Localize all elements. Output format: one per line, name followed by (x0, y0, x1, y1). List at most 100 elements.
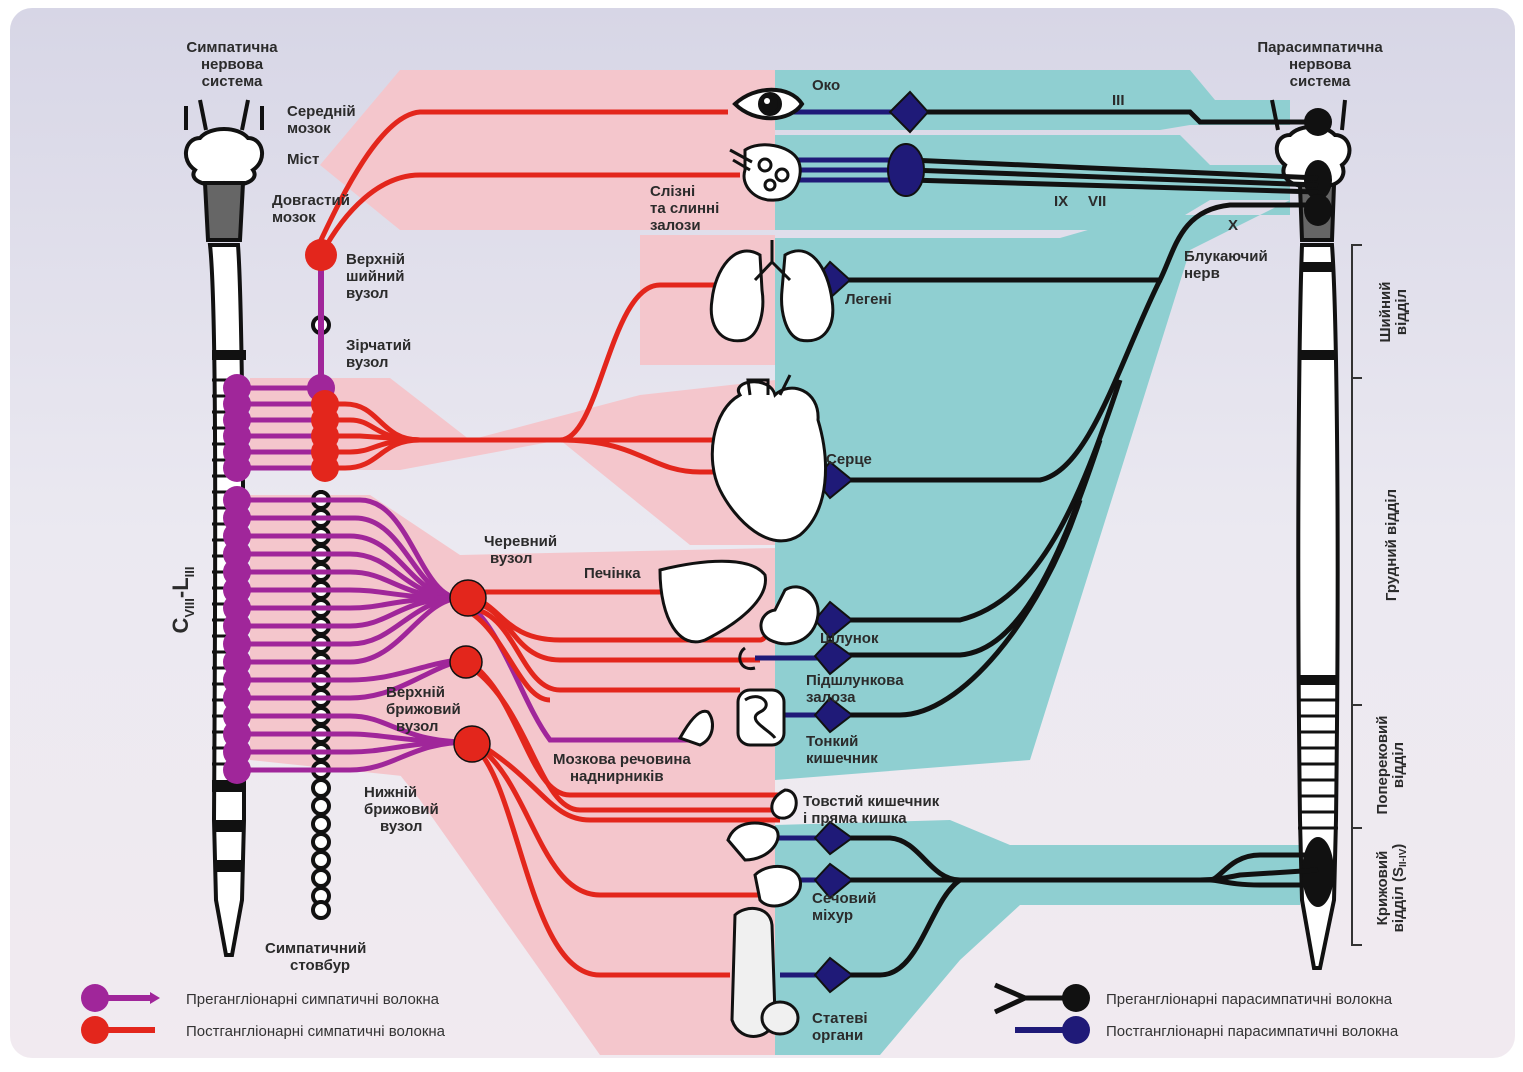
label-bladder-1: Сечовий (812, 890, 876, 907)
section-bracket (1351, 244, 1362, 946)
parasympathetic-pre-neuron-bodies (1304, 108, 1332, 136)
eye-icon (732, 87, 805, 121)
label-trunk-2: стовбур (290, 957, 350, 974)
cvl-c: C (168, 618, 193, 634)
legend-post-symp-label: Постгангліонарні симпатичні волокна (186, 1023, 446, 1040)
section-lumbar-1: Поперековий (1374, 716, 1391, 815)
spinal-dark-blocks-left (212, 350, 246, 872)
label-glands-1: Слізні (650, 183, 695, 200)
legend-pre-para-swatch (993, 982, 1090, 1015)
label-inf-mes-3: вузол (380, 818, 422, 835)
stomach-icon (738, 585, 820, 671)
section-thoracic-label: Грудний відділ (1383, 489, 1400, 601)
liver-icon (658, 559, 767, 644)
genitals-icon (730, 906, 800, 1038)
spinal-cord-right (1270, 99, 1352, 970)
section-sacral: Крижовий відділ (SII-IV) (1374, 844, 1409, 933)
label-small-int-1: Тонкий (806, 733, 858, 750)
label-pancreas-2: залоза (806, 689, 856, 706)
label-pancreas-1: Підшлункова (806, 672, 904, 689)
label-nerve-III: III (1112, 92, 1125, 109)
label-vagus-2: нерв (1184, 265, 1220, 282)
label-genitals-2: органи (812, 1027, 863, 1044)
label-sup-mes-1: Верхній (386, 684, 445, 701)
cvl-dash: -L (168, 577, 193, 598)
label-sup-cervical-1: Верхній (346, 251, 405, 268)
cviii-liii-label: CVIII-LIII (168, 566, 197, 633)
lungs-icon (709, 240, 835, 343)
para-title-line3: система (1290, 73, 1351, 90)
cvl-sub2: III (182, 566, 197, 577)
label-midbrain-2: мозок (287, 120, 331, 137)
label-small-int-2: кишечник (806, 750, 878, 767)
section-cervical-2: відділ (1393, 289, 1410, 335)
section-lumbar: Поперековий відділ (1374, 716, 1407, 815)
section-cervical: Шийний відділ (1377, 281, 1410, 342)
label-large-int-2: і пряма кишка (803, 810, 907, 827)
label-stellate-2: вузол (346, 354, 388, 371)
legend-pre-symp-label: Прегангліонарні симпатичні волокна (186, 991, 440, 1008)
label-sup-mes-2: брижовий (386, 701, 461, 718)
label-bladder-2: міхур (812, 907, 853, 924)
section-sacral-sub: II-IV (1398, 848, 1409, 867)
section-lumbar-2: відділ (1390, 742, 1407, 788)
label-nerve-X: X (1228, 217, 1238, 234)
para-title: Парасимпатична нервова система (1257, 39, 1383, 90)
label-medulla-2: мозок (272, 209, 316, 226)
section-thoracic: Грудний відділ (1383, 489, 1400, 601)
symp-title-line3: система (202, 73, 263, 90)
label-heart: Серце (826, 451, 872, 468)
label-inf-mes-2: брижовий (364, 801, 439, 818)
label-inf-mes-1: Нижній (364, 784, 417, 801)
label-stellate-1: Зірчатий (346, 337, 411, 354)
label-nerve-IX: IX (1054, 193, 1068, 210)
label-genitals-1: Статеві (812, 1010, 868, 1027)
label-trunk-1: Симпатичний (265, 940, 366, 957)
para-title-line2: нервова (1289, 56, 1352, 73)
label-liver: Печінка (584, 565, 641, 582)
legend-post-para-label: Постгангліонарні парасимпатичні волокна (1106, 1023, 1399, 1040)
cvl-sub1: VIII (182, 598, 197, 618)
para-title-line1: Парасимпатична (1257, 39, 1383, 56)
legend: Прегангліонарні симпатичні волокна Постг… (81, 982, 1399, 1044)
label-midbrain-1: Середній (287, 103, 356, 120)
label-medulla-1: Довгастий (272, 192, 350, 209)
label-large-int-1: Товстий кишечник (803, 793, 940, 810)
label-nerve-VII: VII (1088, 193, 1106, 210)
label-eye: Око (812, 77, 840, 94)
label-sup-mes-3: вузол (396, 718, 438, 735)
label-stomach: Шлунок (820, 630, 879, 647)
sympathetic-ganglia (305, 239, 491, 763)
bladder-icon (753, 865, 802, 908)
symp-title-line2: нервова (201, 56, 264, 73)
cviii-liii-text: CVIII-LIII (168, 566, 197, 633)
heart-icon (710, 374, 827, 543)
label-celiac-1: Черевний (484, 533, 557, 550)
section-sacral-2a: відділ (S (1390, 867, 1407, 932)
label-vagus-1: Блукаючий (1184, 248, 1268, 265)
label-adrenal-2: наднирників (570, 768, 664, 785)
intestine-icon (736, 688, 786, 747)
preganglionic-neuron-bodies (223, 374, 335, 784)
section-sacral-1: Крижовий (1374, 851, 1391, 926)
adrenal-icon (677, 709, 714, 747)
label-sup-cervical-2: шийний (346, 268, 404, 285)
section-sacral-2c: ) (1390, 844, 1407, 849)
preganglionic-parasympathetic-fibers (830, 109, 1319, 978)
label-adrenal-1: Мозкова речовина (553, 751, 691, 768)
label-glands-2: та слинні (650, 200, 719, 217)
section-sacral-2: відділ (SII-IV) (1390, 844, 1409, 933)
symp-title-line1: Симпатична (186, 39, 278, 56)
glands-icon (729, 143, 802, 202)
label-lungs: Легені (845, 291, 892, 308)
colon-icon (726, 788, 798, 862)
legend-post-para-swatch (1015, 1016, 1090, 1044)
legend-pre-symp-swatch (81, 984, 160, 1012)
legend-pre-para-label: Прегангліонарні парасимпатичні волокна (1106, 991, 1393, 1008)
legend-post-symp-swatch (81, 1016, 155, 1044)
label-sup-cervical-3: вузол (346, 285, 388, 302)
label-glands-3: залози (650, 217, 701, 234)
label-celiac-2: вузол (490, 550, 532, 567)
